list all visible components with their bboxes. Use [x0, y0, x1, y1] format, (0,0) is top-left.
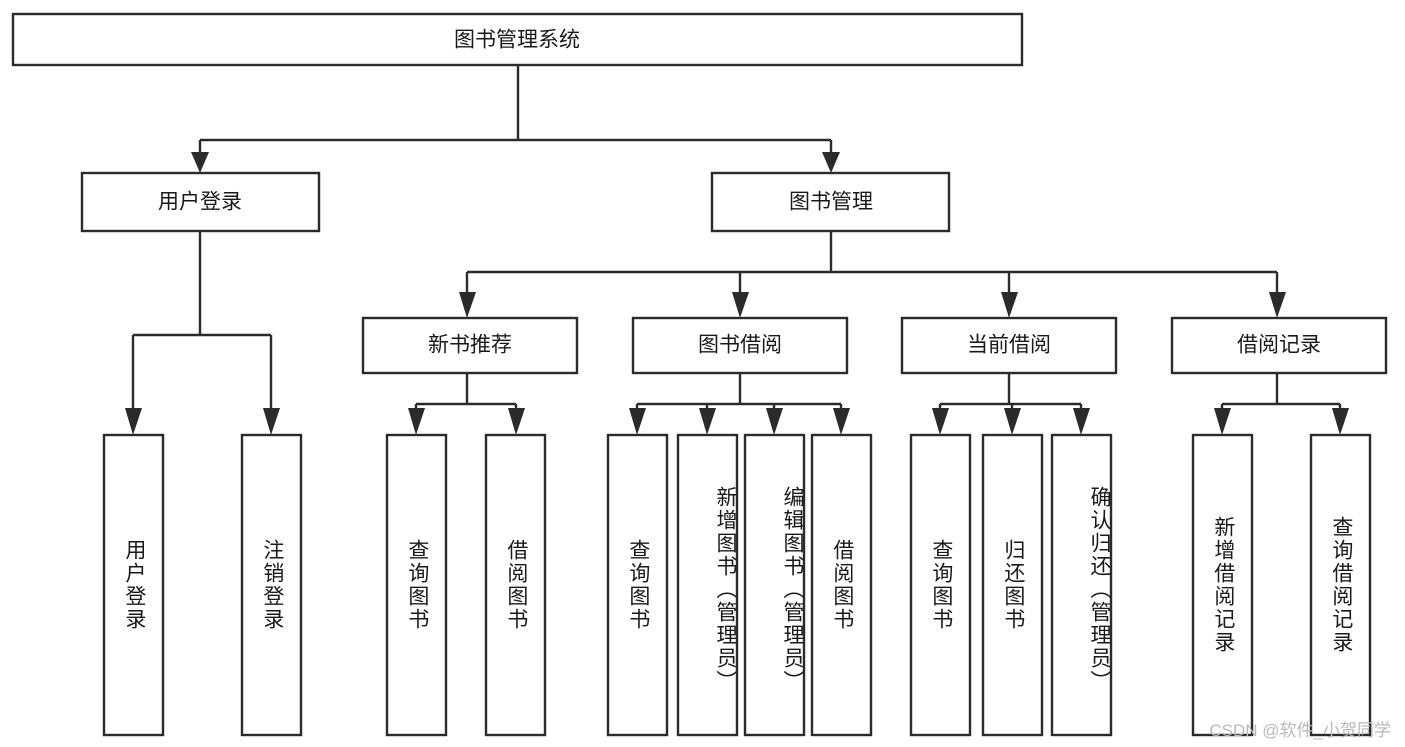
- arrow-head-leaf-borrow-book-rec: [508, 408, 525, 435]
- connector-group-newbookrecommend: [408, 373, 525, 435]
- node-leaf-borrow-book-rect[interactable]: [810, 433, 873, 737]
- node-leaf-confirm-return-admin-rect[interactable]: [1050, 433, 1113, 737]
- node-leaf-user-logout-rect[interactable]: [240, 433, 303, 737]
- node-book-manage-label: 图书管理: [789, 191, 873, 214]
- arrow-head-leaf-return-book: [1004, 408, 1021, 435]
- arrow-head-borrow-record: [1269, 292, 1286, 318]
- node-root[interactable]: 图书管理系统: [11, 12, 1024, 67]
- node-current-borrow-label: 当前借阅: [967, 334, 1051, 357]
- node-leaf-query-book-cur-rect[interactable]: [909, 433, 972, 737]
- node-leaf-borrow-book-rec-rect[interactable]: [484, 433, 547, 737]
- arrow-head-leaf-add-book-admin: [699, 408, 716, 435]
- node-leaf-add-borrow-record-rect[interactable]: [1191, 433, 1254, 737]
- arrow-head-leaf-user-logout: [263, 408, 280, 435]
- node-leaf-query-book-borrow-rect[interactable]: [606, 433, 669, 737]
- connector-group-borrowrecord: [1214, 373, 1349, 435]
- arrow-head-current-borrow: [1001, 292, 1018, 318]
- arrow-head-userlogin: [191, 152, 209, 173]
- node-leaf-edit-book-admin-rect[interactable]: [743, 433, 806, 737]
- node-new-book-recommend[interactable]: 新书推荐: [361, 316, 579, 375]
- node-user-login[interactable]: 用户登录: [80, 171, 321, 233]
- node-root-label: 图书管理系统: [454, 29, 580, 52]
- node-current-borrow[interactable]: 当前借阅: [900, 316, 1118, 375]
- arrow-head-bookmanage: [822, 152, 840, 173]
- node-new-book-recommend-rect[interactable]: [361, 316, 579, 375]
- arrow-head-leaf-query-book-rec: [408, 408, 425, 435]
- connector-group-userlogin: [125, 231, 280, 435]
- node-user-login-label: 用户登录: [158, 191, 242, 214]
- node-leaf-user-login-rect[interactable]: [102, 433, 165, 737]
- node-book-borrow-label: 图书借阅: [698, 334, 782, 357]
- arrow-head-leaf-query-borrow-record: [1332, 408, 1349, 435]
- node-borrow-record-rect[interactable]: [1170, 316, 1388, 375]
- node-leaf-return-book-rect[interactable]: [981, 433, 1044, 737]
- node-book-borrow-rect[interactable]: [631, 316, 849, 375]
- arrow-head-leaf-user-login: [125, 408, 142, 435]
- arrow-head-leaf-borrow-book: [833, 408, 850, 435]
- arrow-head-leaf-edit-book-admin: [766, 408, 783, 435]
- arrow-head-leaf-query-book-borrow: [629, 408, 646, 435]
- node-borrow-record[interactable]: 借阅记录: [1170, 316, 1388, 375]
- node-book-manage[interactable]: 图书管理: [710, 171, 951, 233]
- connector-group-currentborrow: [932, 373, 1090, 435]
- arrow-head-leaf-query-book-cur: [932, 408, 949, 435]
- node-leaf-query-book-rec-rect[interactable]: [385, 433, 448, 737]
- arrow-head-new-book-recommend: [459, 292, 476, 318]
- node-root-rect[interactable]: [11, 12, 1024, 67]
- arrow-head-book-borrow: [732, 292, 749, 318]
- node-leaf-add-book-admin-rect[interactable]: [676, 433, 739, 737]
- arrow-head-leaf-confirm-return-admin: [1073, 408, 1090, 435]
- connector-group-bookborrow: [629, 373, 850, 435]
- connector-group-bookmanage: [459, 231, 1286, 318]
- node-new-book-recommend-label: 新书推荐: [428, 334, 512, 357]
- node-borrow-record-label: 借阅记录: [1237, 334, 1321, 357]
- node-user-login-rect[interactable]: [80, 171, 321, 233]
- node-current-borrow-rect[interactable]: [900, 316, 1118, 375]
- node-book-manage-rect[interactable]: [710, 171, 951, 233]
- node-book-borrow[interactable]: 图书借阅: [631, 316, 849, 375]
- node-leaf-query-borrow-record-rect[interactable]: [1309, 433, 1372, 737]
- connector-group-root: [191, 65, 840, 173]
- csdn-watermark: CSDN @软件_小贺同学: [1209, 721, 1391, 740]
- arrow-head-leaf-add-borrow-record: [1214, 408, 1231, 435]
